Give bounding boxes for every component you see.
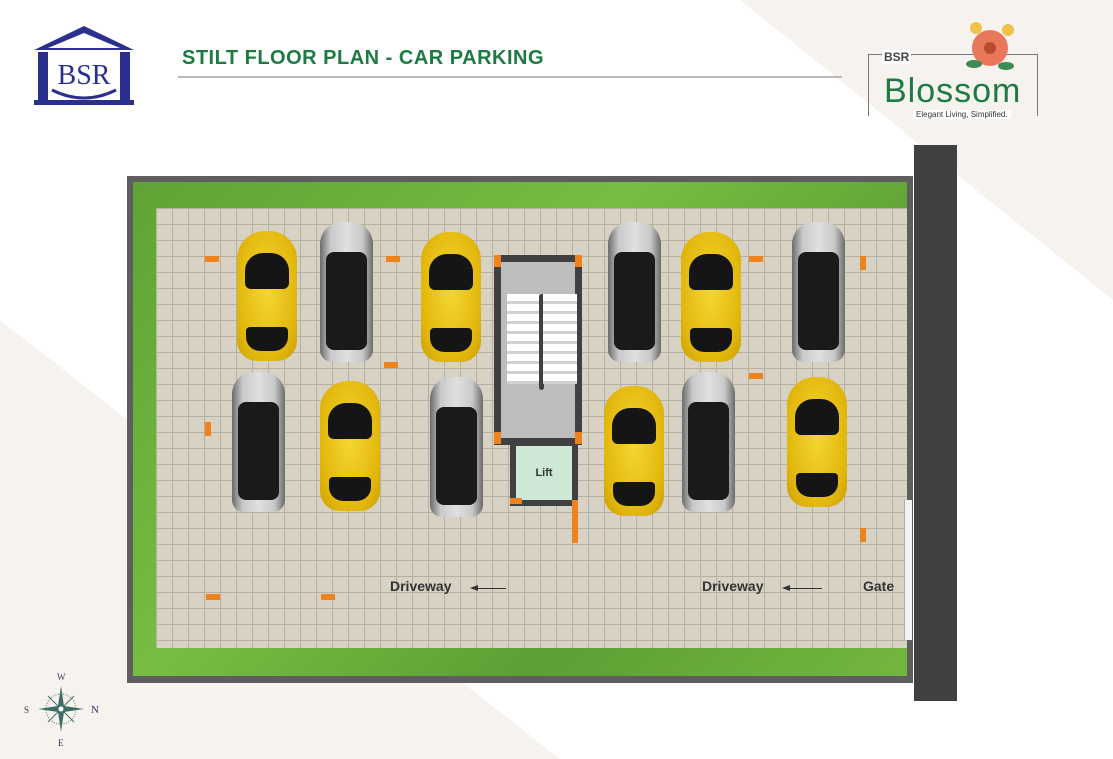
compass-w: W xyxy=(57,672,66,682)
blossom-logo-frame xyxy=(868,54,1038,116)
car-yellow xyxy=(787,377,847,507)
column-marker xyxy=(205,422,211,436)
car-silver xyxy=(608,222,661,362)
column-marker xyxy=(749,373,763,379)
column-marker xyxy=(575,432,582,444)
lift: Lift xyxy=(510,440,578,506)
compass-s: S xyxy=(24,705,30,715)
car-silver xyxy=(682,372,735,512)
car-yellow xyxy=(421,232,481,362)
car-silver xyxy=(320,222,373,362)
staircase xyxy=(494,255,582,445)
column-marker xyxy=(494,255,501,267)
car-silver xyxy=(430,377,483,517)
car-yellow xyxy=(681,232,741,362)
flower-logo-icon xyxy=(966,22,1014,70)
column-marker xyxy=(386,256,400,262)
title-divider xyxy=(178,76,842,78)
car-yellow xyxy=(237,231,297,361)
column-marker xyxy=(575,255,582,267)
road xyxy=(914,145,957,701)
driveway-label: Driveway xyxy=(390,578,452,594)
compass-rose-icon xyxy=(38,686,84,732)
gate xyxy=(904,500,912,640)
column-marker xyxy=(494,432,501,444)
brand-prefix: BSR xyxy=(882,50,912,64)
gate-label: Gate xyxy=(863,578,895,594)
car-yellow xyxy=(604,386,664,516)
column-marker xyxy=(206,594,220,600)
car-silver xyxy=(232,372,285,512)
brand-tagline: Elegant Living, Simplified. xyxy=(913,110,1011,119)
compass-e: E xyxy=(58,738,64,748)
column-marker xyxy=(860,256,866,270)
compass-n: N xyxy=(91,704,99,716)
driveway-label: Driveway xyxy=(702,578,764,594)
svg-text:BSR: BSR xyxy=(58,60,111,91)
lift-label: Lift xyxy=(516,446,572,500)
column-marker xyxy=(749,256,763,262)
car-yellow xyxy=(320,381,380,511)
page-title: STILT FLOOR PLAN - CAR PARKING xyxy=(182,47,545,69)
column-marker xyxy=(510,498,522,504)
car-silver xyxy=(792,222,845,362)
bsr-developer-logo: BSR xyxy=(34,26,134,105)
column-marker xyxy=(572,500,578,543)
left-arrow-icon xyxy=(782,585,822,591)
column-marker xyxy=(384,362,398,368)
left-arrow-icon xyxy=(470,585,506,591)
column-marker xyxy=(860,528,866,542)
brand-name: Blossom xyxy=(884,72,1022,110)
column-marker xyxy=(205,256,219,262)
column-marker xyxy=(321,594,335,600)
